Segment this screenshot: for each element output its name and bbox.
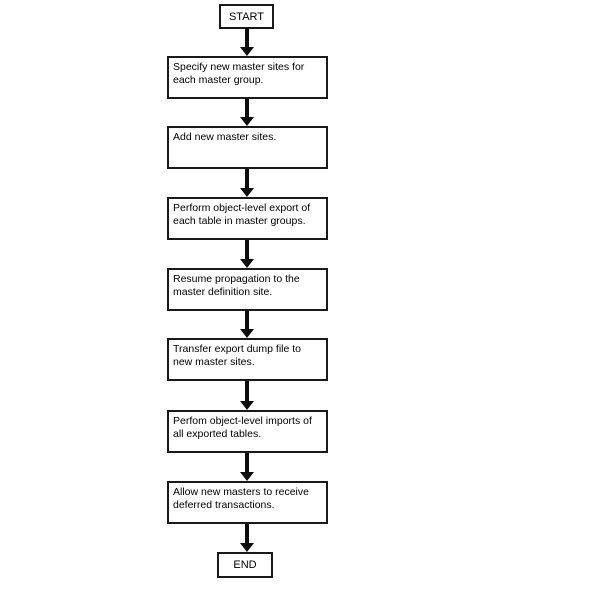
arrow-down-icon	[240, 240, 254, 268]
arrow-down-icon	[240, 169, 254, 197]
arrow-head	[240, 47, 254, 56]
end-node: END	[217, 552, 273, 578]
flow-step-label: Perform object-level export of each tabl…	[173, 202, 311, 227]
flow-step: Specify new master sites for each master…	[167, 56, 328, 99]
arrow-shaft	[245, 240, 249, 259]
arrow-down-icon	[240, 381, 254, 410]
arrow-down-icon	[240, 99, 254, 126]
arrow-shaft	[245, 311, 249, 329]
arrow-head	[240, 259, 254, 268]
flow-step-label: Specify new master sites for each master…	[173, 61, 305, 86]
start-node: START	[219, 4, 274, 29]
flow-step: Perform object-level export of each tabl…	[167, 197, 328, 240]
arrow-head	[240, 117, 254, 126]
arrow-down-icon	[240, 524, 254, 552]
flow-step: Add new master sites.	[167, 126, 328, 169]
arrow-shaft	[245, 169, 249, 188]
start-node-label: START	[228, 10, 265, 23]
arrow-head	[240, 472, 254, 481]
arrow-down-icon	[240, 311, 254, 338]
flow-step-label: Resume propagation to the master definit…	[173, 273, 300, 298]
arrow-shaft	[245, 524, 249, 543]
arrow-shaft	[245, 381, 249, 401]
arrow-down-icon	[240, 453, 254, 481]
arrow-head	[240, 188, 254, 197]
arrow-shaft	[245, 28, 249, 47]
flow-step: Transfer export dump file to new master …	[167, 338, 328, 381]
arrow-head	[240, 401, 254, 410]
arrow-head	[240, 329, 254, 338]
arrow-shaft	[245, 99, 249, 117]
end-node-label: END	[233, 559, 257, 571]
flow-step-label: Allow new masters to receive deferred tr…	[173, 486, 309, 511]
flow-step: Resume propagation to the master definit…	[167, 268, 328, 311]
flow-step-label: Perfom object-level imports of all expor…	[173, 415, 312, 440]
flow-step: Perfom object-level imports of all expor…	[167, 410, 328, 453]
arrow-head	[240, 543, 254, 552]
flow-step: Allow new masters to receive deferred tr…	[167, 481, 328, 524]
flow-step-label: Transfer export dump file to new master …	[173, 343, 301, 368]
arrow-down-icon	[240, 28, 254, 56]
arrow-shaft	[245, 453, 249, 472]
flow-step-label: Add new master sites.	[173, 131, 277, 143]
